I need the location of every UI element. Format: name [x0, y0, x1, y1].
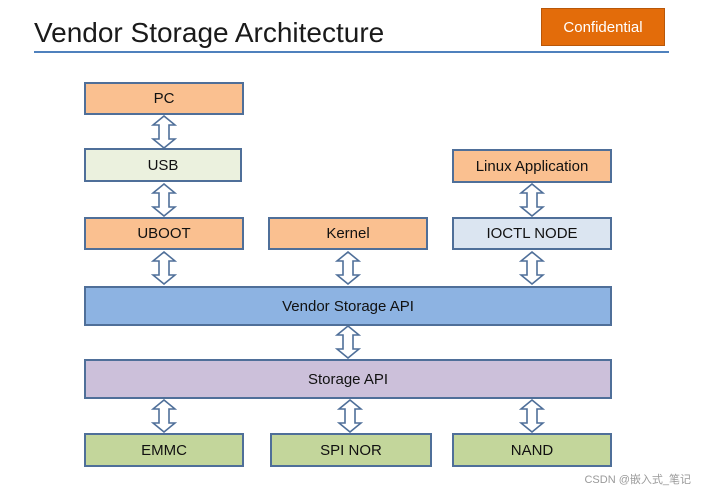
storage-api-box: Storage API	[84, 359, 612, 399]
emmc-box: EMMC	[84, 433, 244, 467]
page-title: Vendor Storage Architecture	[34, 17, 385, 48]
linux-app-ioctl-arrow	[519, 183, 545, 217]
storage-api-spi-nor-arrow	[337, 399, 363, 433]
kernel-box: Kernel	[268, 217, 428, 250]
title-divider	[34, 51, 669, 53]
vendor-storage-api-box: Vendor Storage API	[84, 286, 612, 326]
linux-application-box: Linux Application	[452, 149, 612, 183]
usb-uboot-arrow	[151, 183, 177, 217]
nand-box: NAND	[452, 433, 612, 467]
uboot-vendor-api-arrow	[151, 251, 177, 285]
confidential-badge: Confidential	[541, 8, 665, 46]
ioctl-vendor-api-arrow	[519, 251, 545, 285]
usb-box: USB	[84, 148, 242, 182]
vendor-api-storage-api-arrow	[335, 325, 361, 359]
uboot-box: UBOOT	[84, 217, 244, 250]
watermark: CSDN @嵌入式_笔记	[584, 474, 691, 486]
ioctl-node-box: IOCTL NODE	[452, 217, 612, 250]
kernel-vendor-api-arrow	[335, 251, 361, 285]
pc-box: PC	[84, 82, 244, 115]
storage-api-emmc-arrow	[151, 399, 177, 433]
spi-nor-box: SPI NOR	[270, 433, 432, 467]
pc-usb-arrow	[151, 115, 177, 149]
storage-api-nand-arrow	[519, 399, 545, 433]
